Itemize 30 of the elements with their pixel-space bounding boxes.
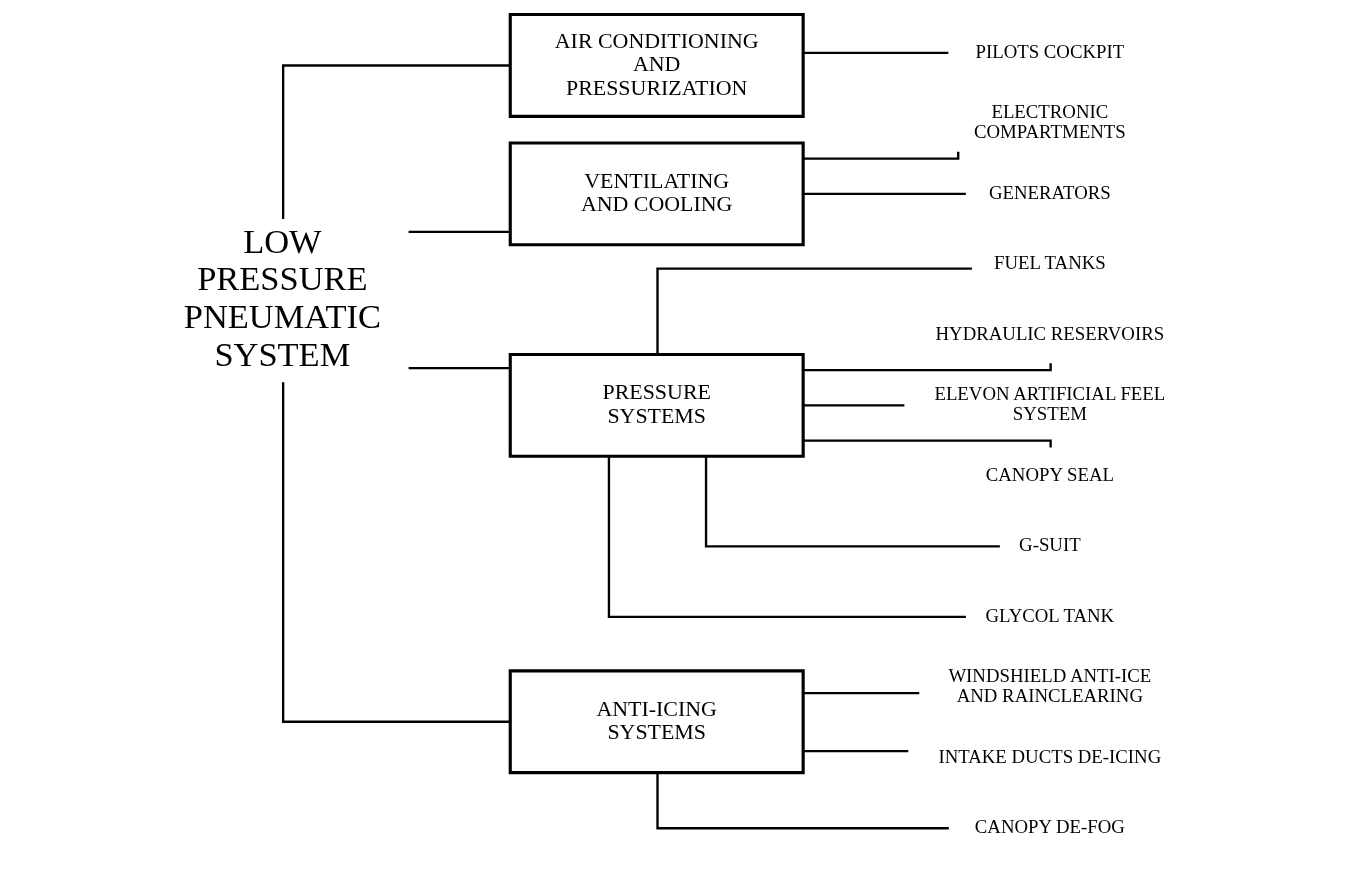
- node-text: INTAKE DUCTS DE-ICING: [938, 745, 1162, 767]
- connector: [408, 366, 510, 370]
- connector: [656, 773, 949, 830]
- node-text: FUEL TANKS: [993, 252, 1106, 274]
- node-text: WINDSHIELD ANTI-ICE AND RAINCLEARING: [948, 664, 1152, 707]
- node-text: GLYCOL TANK: [985, 604, 1115, 626]
- connector: [803, 51, 949, 55]
- connector: [607, 456, 966, 618]
- node-box: VENTILATING AND COOLING: [508, 141, 805, 247]
- node-box: ANTI-ICING SYSTEMS: [508, 669, 805, 775]
- node-text: ELEVON ARTIFICIAL FEEL SYSTEM: [934, 383, 1166, 425]
- connector: [803, 192, 966, 196]
- node-text: CANOPY DE-FOG: [974, 816, 1125, 838]
- connector: [408, 230, 510, 234]
- node-box: PRESSURE SYSTEMS: [508, 352, 805, 458]
- node-box: AIR CONDITIONING AND PRESSURIZATION: [508, 13, 805, 118]
- node-text: HYDRAULIC RESERVOIRS: [935, 322, 1165, 344]
- connector: [281, 382, 511, 723]
- node-text: PILOTS COCKPIT: [975, 40, 1125, 62]
- connector: [803, 404, 905, 407]
- node-text: ELECTRONIC COMPARTMENTS: [974, 101, 1126, 143]
- node-text: G-SUIT: [1019, 534, 1081, 556]
- connector: [704, 456, 1000, 548]
- node-text: LOW PRESSURE PNEUMATIC SYSTEM: [183, 221, 381, 373]
- connector: [281, 64, 511, 219]
- connector: [803, 692, 920, 695]
- connector: [656, 267, 972, 354]
- connector: [803, 749, 909, 753]
- node-text: CANOPY SEAL: [985, 463, 1114, 485]
- node-text: GENERATORS: [988, 181, 1111, 203]
